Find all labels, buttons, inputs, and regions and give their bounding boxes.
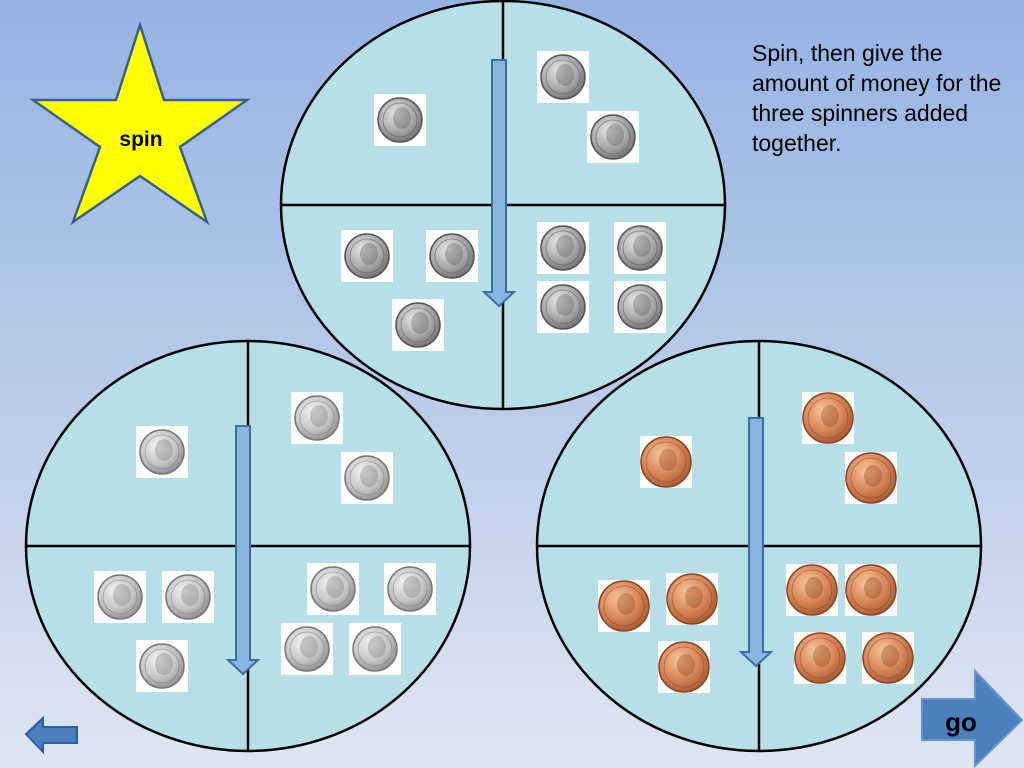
spinner-nickels xyxy=(24,339,472,753)
coin-group-dimes xyxy=(341,51,666,351)
go-button-label: go xyxy=(945,707,977,737)
nickel-coin xyxy=(94,571,146,623)
penny-coin xyxy=(862,632,914,684)
nickel-coin xyxy=(281,623,333,675)
dime-coin xyxy=(537,281,589,333)
spinner-pointer-arrow[interactable] xyxy=(481,59,517,308)
penny-coin xyxy=(658,641,710,693)
nickel-coin xyxy=(162,571,214,623)
spinner-pointer-arrow[interactable] xyxy=(225,425,261,676)
penny-coin xyxy=(802,392,854,444)
spinner-dimes xyxy=(279,0,727,411)
spin-button[interactable]: spin xyxy=(29,20,251,226)
penny-coin xyxy=(640,436,692,488)
nickel-coin xyxy=(341,452,393,504)
penny-coin xyxy=(794,632,846,684)
back-button[interactable] xyxy=(24,715,78,755)
penny-coin xyxy=(786,564,838,616)
penny-coin xyxy=(598,580,650,632)
nickel-coin xyxy=(349,623,401,675)
right-arrow-icon[interactable] xyxy=(921,668,1024,768)
spinner-pointer-arrow[interactable] xyxy=(738,417,774,668)
dime-coin xyxy=(537,222,589,274)
dime-coin xyxy=(587,111,639,163)
dime-coin xyxy=(614,281,666,333)
dime-coin xyxy=(392,299,444,351)
dime-coin xyxy=(614,222,666,274)
spin-button-label: spin xyxy=(119,128,162,151)
penny-coin xyxy=(845,564,897,616)
coin-group-pennies xyxy=(598,392,914,693)
dime-coin xyxy=(537,51,589,103)
left-arrow-icon[interactable] xyxy=(24,715,78,755)
dime-coin xyxy=(426,230,478,282)
spinner-pennies xyxy=(535,339,983,753)
star-icon[interactable] xyxy=(29,20,251,226)
nickel-coin xyxy=(136,426,188,478)
nickel-coin xyxy=(136,640,188,692)
coin-group-nickels xyxy=(94,392,436,692)
nickel-coin xyxy=(307,563,359,615)
penny-coin xyxy=(845,452,897,504)
go-button[interactable]: go xyxy=(921,668,1024,768)
dime-coin xyxy=(341,230,393,282)
instructions-text: Spin, then give the amount of money for … xyxy=(752,40,1002,156)
nickel-coin xyxy=(384,563,436,615)
penny-coin xyxy=(666,573,718,625)
dime-coin xyxy=(374,94,426,146)
nickel-coin xyxy=(291,392,343,444)
